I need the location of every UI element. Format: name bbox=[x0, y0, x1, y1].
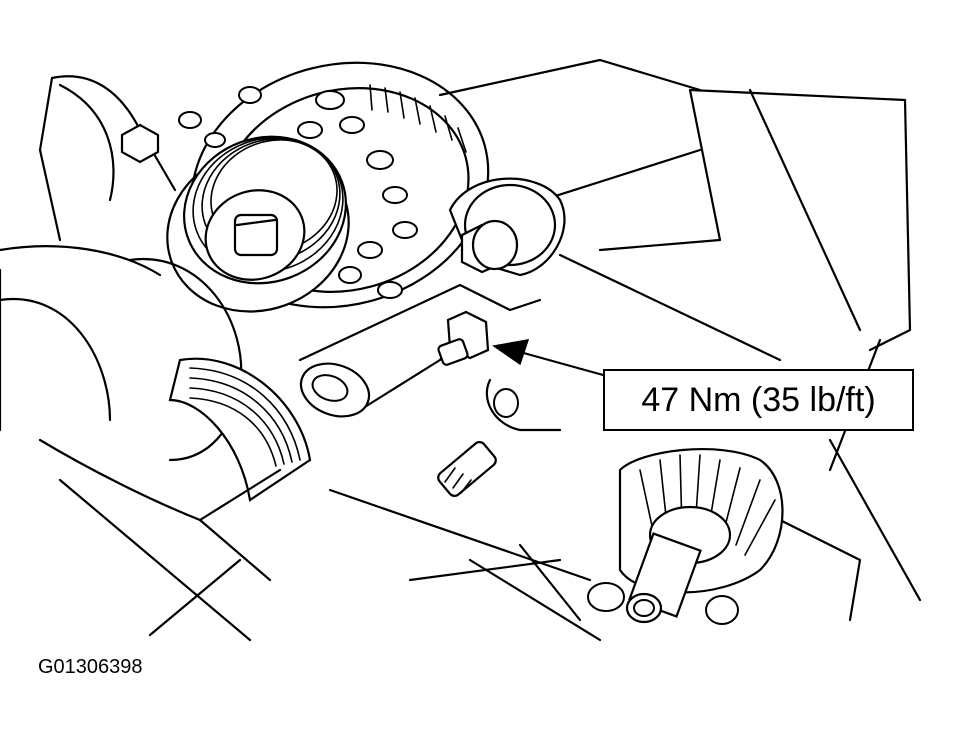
tensioner-nut bbox=[460, 219, 519, 274]
accessory-pulley bbox=[166, 135, 350, 313]
bracket-hole bbox=[485, 378, 562, 432]
engine-block-outline bbox=[0, 58, 922, 642]
mounting-stud bbox=[437, 440, 497, 498]
bracket-bolt bbox=[120, 123, 160, 164]
figure-id-label: G01306398 bbox=[38, 656, 143, 678]
torque-spec-label: 47 Nm (35 lb/ft) bbox=[641, 380, 876, 419]
torque-spec-callout: 47 Nm (35 lb/ft) bbox=[603, 369, 914, 431]
idler-pulley bbox=[0, 257, 312, 522]
torque-bolt bbox=[437, 310, 490, 366]
callout-arrow-icon bbox=[492, 339, 605, 377]
engine-mount-damper bbox=[587, 447, 784, 625]
